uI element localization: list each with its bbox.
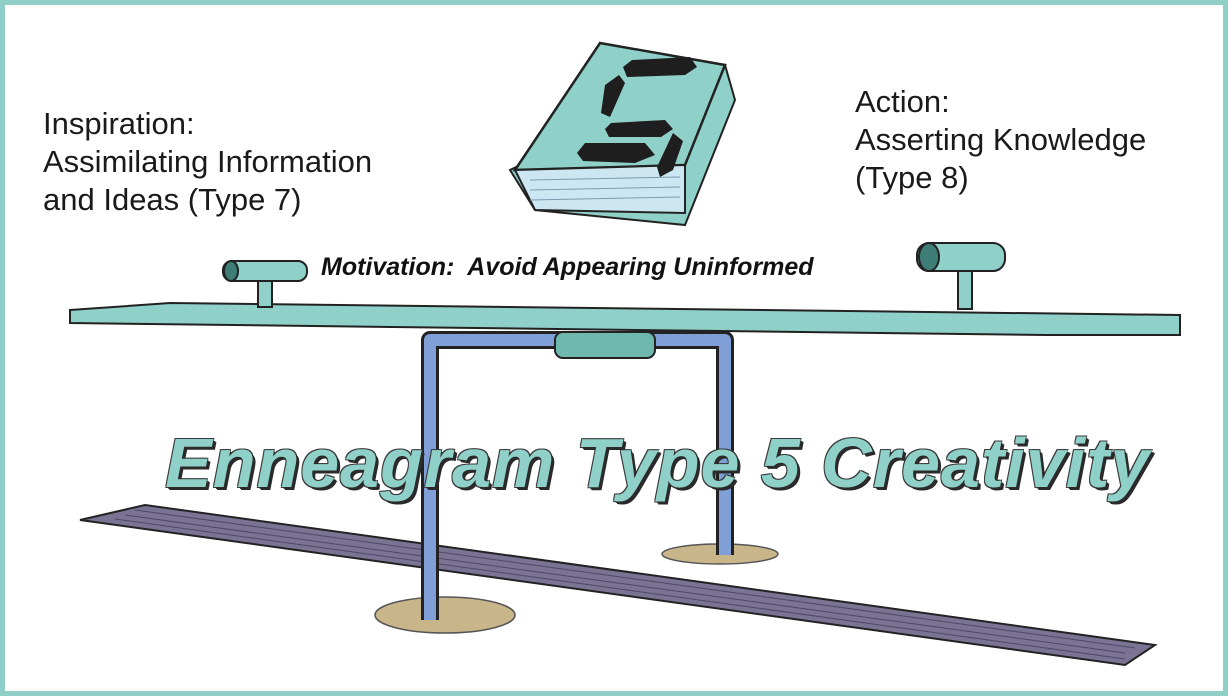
inspiration-text-2: and Ideas (Type 7) [43, 182, 302, 217]
ground-plank [79, 503, 1158, 667]
pivot [554, 331, 656, 359]
inspiration-label: Inspiration: Assimilating Information an… [43, 105, 372, 219]
digit-5 [577, 57, 697, 177]
handle-left [222, 260, 308, 308]
action-heading: Action: [855, 84, 950, 119]
handle-right [916, 242, 1006, 310]
motivation-label: Motivation: Avoid Appearing Uninformed [321, 253, 814, 281]
action-text-1: Asserting Knowledge [855, 122, 1147, 157]
slide-title: Enneagram Type 5 Creativity [165, 424, 1151, 502]
puddle-left [374, 596, 516, 634]
inspiration-text-1: Assimilating Information [43, 144, 373, 179]
action-text-2: (Type 8) [855, 160, 969, 195]
seesaw-illustration [69, 41, 1181, 667]
book-icon [508, 41, 737, 227]
seesaw-beam [69, 301, 1181, 336]
action-label: Action: Asserting Knowledge (Type 8) [855, 83, 1146, 197]
inspiration-heading: Inspiration: [43, 106, 195, 141]
